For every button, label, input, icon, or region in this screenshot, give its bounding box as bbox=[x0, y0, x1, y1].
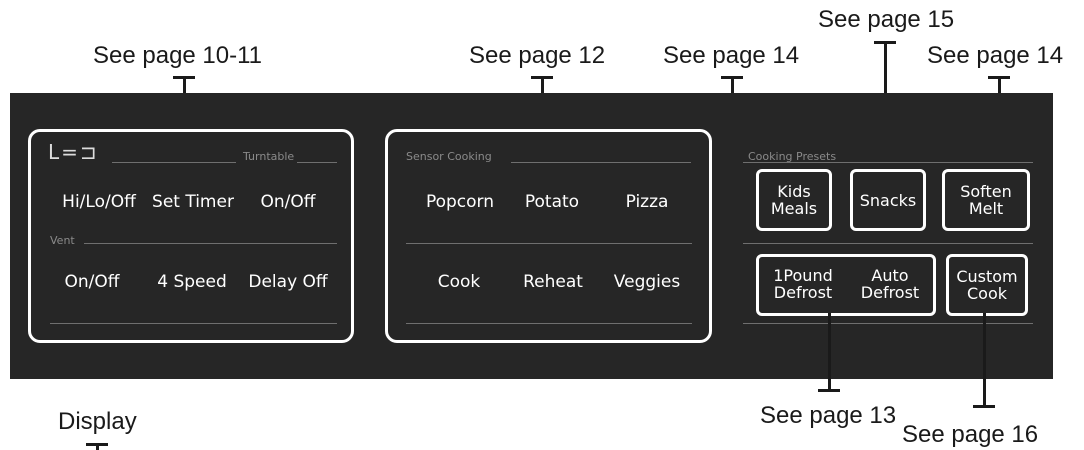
callout-page-14-left: See page 14 bbox=[663, 42, 800, 69]
one-pound-defrost-line2: Defrost bbox=[773, 283, 833, 302]
auto-defrost-button[interactable]: Auto Defrost bbox=[852, 267, 928, 301]
display-glyph: L=⊐ bbox=[48, 140, 99, 164]
leader-display-stem bbox=[96, 443, 99, 450]
kids-meals-line1: Kids bbox=[777, 182, 811, 201]
custom-cook-line2: Cook bbox=[966, 284, 1007, 303]
sensor-cooking-label: Sensor Cooking bbox=[406, 150, 492, 163]
hi-lo-off-button[interactable]: Hi/Lo/Off bbox=[62, 192, 136, 212]
callout-display: Display bbox=[58, 408, 137, 435]
reheat-button[interactable]: Reheat bbox=[523, 272, 583, 292]
soften-melt-line1: Soften bbox=[960, 182, 1012, 201]
pizza-button[interactable]: Pizza bbox=[625, 192, 669, 212]
leader-stem-16 bbox=[983, 313, 986, 408]
defrost-group bbox=[756, 254, 936, 316]
leader-cap-13 bbox=[818, 389, 840, 392]
callout-page-15: See page 15 bbox=[818, 6, 955, 33]
delay-off-button[interactable]: Delay Off bbox=[248, 272, 328, 292]
veggies-button[interactable]: Veggies bbox=[613, 272, 681, 292]
vent-label: Vent bbox=[50, 234, 75, 247]
callout-page-12: See page 12 bbox=[469, 42, 606, 69]
sensor-cooking-group bbox=[385, 129, 712, 343]
four-speed-button[interactable]: 4 Speed bbox=[157, 272, 227, 292]
auto-defrost-line1: Auto bbox=[871, 266, 909, 285]
presets-middle-divider bbox=[743, 243, 1033, 244]
callout-page-10-11: See page 10-11 bbox=[93, 42, 263, 69]
one-pound-defrost-button[interactable]: 1Pound Defrost bbox=[764, 267, 842, 301]
turntable-label: Turntable bbox=[243, 150, 295, 163]
presets-divider bbox=[743, 162, 1033, 163]
presets-bottom-divider bbox=[743, 323, 1033, 324]
turntable-divider bbox=[112, 162, 236, 163]
callout-page-14-right: See page 14 bbox=[927, 42, 1064, 69]
potato-button[interactable]: Potato bbox=[524, 192, 580, 212]
control-panel bbox=[10, 93, 1053, 379]
vent-on-off-button[interactable]: On/Off bbox=[64, 272, 120, 292]
callout-page-16: See page 16 bbox=[902, 421, 1039, 448]
kids-meals-button[interactable]: Kids Meals bbox=[756, 169, 832, 231]
kids-meals-line2: Meals bbox=[770, 199, 818, 218]
custom-cook-button[interactable]: Custom Cook bbox=[946, 254, 1028, 316]
turntable-on-off-button[interactable]: On/Off bbox=[260, 192, 316, 212]
left-group-bottom-divider bbox=[50, 323, 337, 324]
custom-cook-line1: Custom bbox=[956, 267, 1018, 286]
snacks-button[interactable]: Snacks bbox=[850, 169, 926, 231]
one-pound-defrost-line1: 1Pound bbox=[773, 266, 833, 285]
callout-page-13: See page 13 bbox=[760, 402, 897, 429]
sensor-cook-button[interactable]: Cook bbox=[437, 272, 481, 292]
soften-melt-line2: Melt bbox=[968, 199, 1004, 218]
soften-melt-button[interactable]: Soften Melt bbox=[942, 169, 1030, 231]
set-timer-button[interactable]: Set Timer bbox=[152, 192, 234, 212]
sensor-middle-divider bbox=[406, 243, 692, 244]
leader-stem-13 bbox=[828, 313, 831, 392]
auto-defrost-line2: Defrost bbox=[860, 283, 920, 302]
vent-divider bbox=[84, 243, 337, 244]
leader-cap-16 bbox=[973, 405, 995, 408]
sensor-cooking-divider bbox=[511, 162, 691, 163]
sensor-bottom-divider bbox=[406, 323, 692, 324]
popcorn-button[interactable]: Popcorn bbox=[425, 192, 495, 212]
cooking-presets-label: Cooking Presets bbox=[748, 150, 837, 163]
display-vent-group bbox=[28, 129, 354, 343]
snacks-label: Snacks bbox=[859, 190, 917, 210]
turntable-divider-end bbox=[297, 162, 337, 163]
